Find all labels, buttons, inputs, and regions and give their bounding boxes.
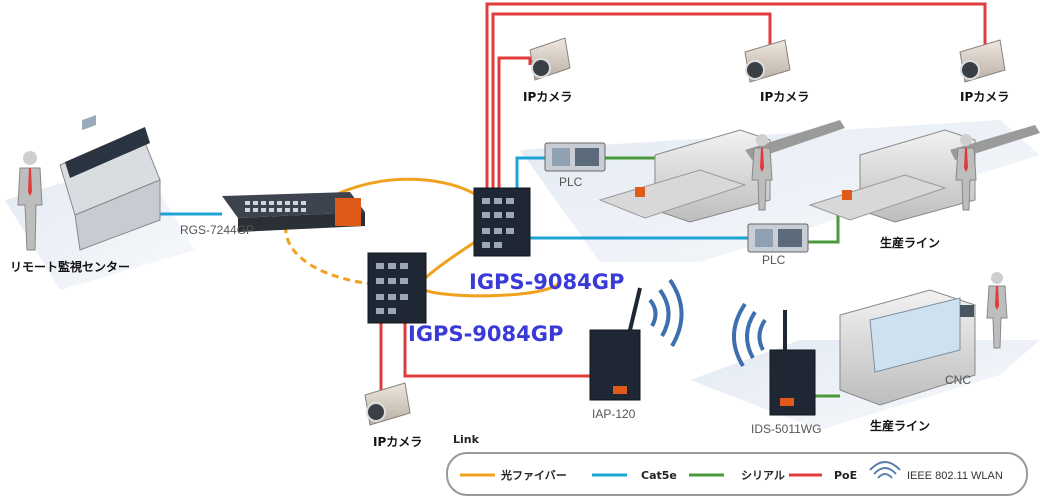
fiber-link-dashed [284,214,373,286]
ids-wifi-icon [732,302,767,368]
label-igps-top: IGPS-9084GP [469,270,624,294]
label-monitor-center: リモート監視センター [10,259,130,274]
iap-120-device-icon [589,287,642,401]
label-ipcam-2: IPカメラ [760,90,809,104]
label-plc-bottom: PLC [762,253,786,267]
igps-bottom-switch-icon [367,252,427,324]
label-ipcam-4: IPカメラ [373,435,422,449]
iap-wifi-icon [648,278,684,348]
rgs-switch-icon [222,192,365,232]
legend-cat5e-label: Cat5e [641,469,677,482]
legend-wlan-label: IEEE 802.11 WLAN [907,470,1003,482]
label-cnc: CNC [945,373,971,387]
plc-top-icon [544,142,606,172]
label-plc-top: PLC [559,175,583,189]
legend-title: Link [453,433,480,446]
monitor-console [59,115,161,251]
label-rgs-switch: RGS-7244GP [180,223,254,237]
legend-wifi-icon [869,461,901,479]
poe-links [379,2,987,405]
operator-person-icon [17,151,43,251]
ids-5011wg-device-icon [769,310,816,416]
label-ids: IDS-5011WG [751,422,821,436]
ip-camera-2-icon [744,39,791,83]
legend-poe-label: PoE [834,469,857,482]
ip-camera-4-icon [364,382,411,426]
label-ipcam-3: IPカメラ [960,90,1009,104]
label-ipcam-1: IPカメラ [523,90,572,104]
legend-box [446,452,1028,496]
ip-camera-1-icon [529,37,571,81]
cnc-machine-icon [839,289,976,406]
label-prod-line-2: 生産ライン [870,418,930,433]
legend-serial-label: シリアル [741,469,785,482]
legend: Link 光ファイバー Cat5e シリアル PoE IEEE 802.11 W… [446,433,1028,496]
igps-top-switch-icon [473,187,531,257]
label-prod-line-1: 生産ライン [880,235,940,250]
label-igps-bottom: IGPS-9084GP [408,322,563,346]
ip-camera-3-icon [959,39,1006,83]
label-iap: IAP-120 [592,407,636,421]
production-machine-2-icon [808,125,1040,223]
plc-bottom-icon [747,223,809,253]
cnc-operator-icon [986,272,1008,349]
worker-1-icon [751,134,773,211]
worker-2-icon [955,134,977,211]
legend-fiber-label: 光ファイバー [500,468,567,482]
